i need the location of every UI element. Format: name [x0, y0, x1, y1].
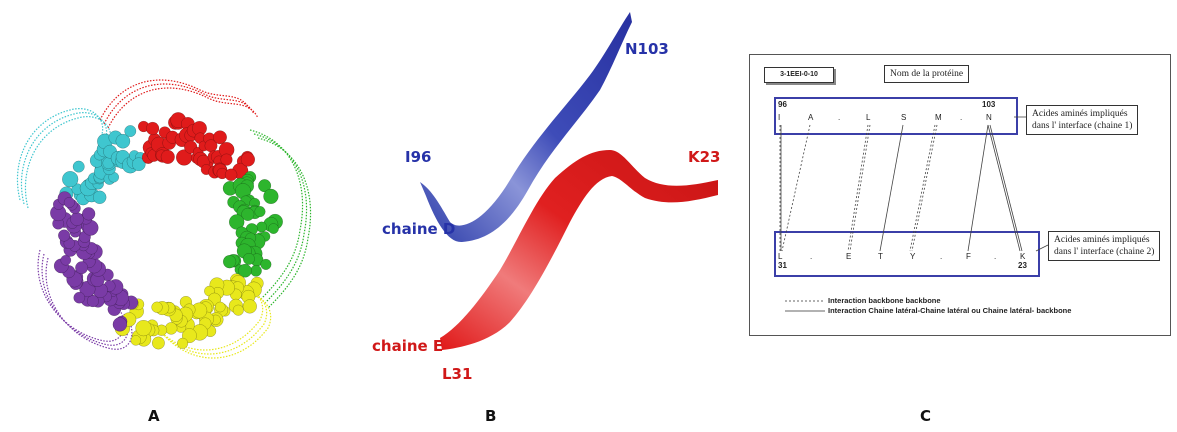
- protein-atom-sphere: [73, 291, 86, 304]
- chain2-residue: T: [878, 252, 883, 261]
- chain1-note: Acides aminés impliqués dans l' interfac…: [1026, 105, 1139, 135]
- chain1-residue: L: [866, 113, 871, 122]
- chain-d-ribbon: [420, 12, 632, 243]
- protein-atom-sphere: [72, 160, 85, 173]
- label-chain-e: chaine E: [372, 337, 444, 355]
- protein-atom-sphere: [115, 133, 131, 149]
- protein-ribbon: [253, 133, 308, 305]
- protein-atom-sphere: [224, 168, 238, 182]
- protein-atom-sphere: [242, 299, 257, 314]
- chain1-residue: A: [808, 113, 814, 122]
- protein-atom-sphere: [160, 149, 175, 164]
- protein-atom-sphere: [232, 304, 244, 316]
- protein-atom-sphere: [82, 207, 96, 221]
- protein-id-box: 3-1EEI-0-10: [764, 67, 834, 83]
- protein-atom-sphere: [220, 153, 233, 166]
- chain1-residue: .: [960, 113, 963, 122]
- protein-atom-sphere: [177, 337, 189, 349]
- protein-atom-sphere: [213, 130, 227, 145]
- protein-ribbon: [249, 129, 304, 301]
- chain1-start: 96: [778, 100, 787, 109]
- protein-atom-sphere: [241, 207, 255, 221]
- ribbon-diagram: [420, 12, 718, 350]
- label-l31: L31: [442, 365, 473, 383]
- panel-b: N103 I96 chaine D K23 chaine E L31 B: [350, 0, 730, 432]
- panel-c-letter: C: [920, 407, 932, 425]
- protein-ribbon: [24, 116, 112, 209]
- chain1-end: 103: [982, 100, 996, 109]
- protein-atom-sphere: [151, 301, 163, 313]
- protein-ribbon: [257, 137, 312, 309]
- protein-atom-sphere: [75, 261, 89, 275]
- chain2-start: 31: [778, 261, 787, 270]
- protein-atom-sphere: [63, 196, 75, 209]
- label-chain-d: chaine D: [382, 220, 456, 238]
- chain1-residue: .: [838, 113, 841, 122]
- chain2-residue-box: [774, 231, 1040, 277]
- protein-ribbon: [103, 83, 255, 125]
- legend-solid: Interaction Chaine latéral-Chaine latéra…: [828, 306, 1072, 315]
- protein-ribbon: [20, 112, 108, 205]
- protein-atom-sphere: [86, 295, 99, 308]
- protein-atom-sphere: [112, 317, 128, 332]
- chain2-residue: K: [1020, 252, 1026, 261]
- protein-atom-sphere: [60, 254, 72, 266]
- panel-a: A: [0, 0, 330, 432]
- label-n103: N103: [625, 40, 669, 58]
- protein-atom-sphere: [228, 214, 245, 230]
- protein-atom-sphere: [254, 206, 266, 218]
- protein-structure-image: [16, 79, 312, 359]
- protein-atom-sphere: [124, 125, 137, 138]
- chain1-residue: M: [935, 113, 942, 122]
- chain2-residue: L: [778, 252, 783, 261]
- protein-atom-sphere: [62, 171, 79, 188]
- protein-atom-sphere: [164, 322, 178, 335]
- panel-c: 3-1EEI-0-10 Nom de la protéine 96 103 I A…: [740, 0, 1177, 432]
- chain1-residue: S: [901, 113, 907, 122]
- protein-ribbon: [16, 108, 104, 201]
- protein-atom-sphere: [238, 263, 252, 278]
- protein-atom-sphere: [131, 157, 146, 172]
- protein-name-note: Nom de la protéine: [884, 65, 970, 83]
- protein-atom-sphere: [135, 319, 152, 337]
- legend-dashed: Interaction backbone backbone: [828, 296, 941, 305]
- protein-atom-sphere: [151, 336, 165, 350]
- protein-atom-sphere: [214, 301, 226, 313]
- chain1-residue: I: [778, 113, 781, 122]
- protein-atom-sphere: [222, 255, 237, 269]
- protein-atom-sphere: [263, 188, 279, 205]
- chain-e-ribbon: [440, 150, 718, 350]
- panel-a-letter: A: [148, 407, 160, 425]
- chain2-residue: .: [940, 252, 943, 261]
- label-i96: I96: [405, 148, 432, 166]
- protein-atom-sphere: [92, 190, 107, 205]
- chain2-residue: .: [994, 252, 997, 261]
- protein-ribbon: [157, 294, 272, 359]
- chain2-note: Acides aminés impliqués dans l' interfac…: [1048, 231, 1161, 261]
- chain2-residue: .: [810, 252, 813, 261]
- protein-atom-sphere: [145, 121, 160, 136]
- protein-ribbon: [99, 79, 251, 121]
- chain2-residue: F: [966, 252, 971, 261]
- protein-atom-sphere: [256, 221, 268, 233]
- protein-atom-sphere: [240, 152, 256, 167]
- protein-atom-sphere: [258, 179, 272, 193]
- chain2-end: 23: [1018, 261, 1027, 270]
- protein-atom-sphere: [58, 229, 71, 242]
- interaction-diagram: 3-1EEI-0-10 Nom de la protéine 96 103 I A…: [749, 54, 1171, 336]
- protein-ribbon: [45, 257, 133, 350]
- protein-atom-sphere: [70, 212, 84, 226]
- protein-atom-sphere: [242, 252, 255, 265]
- protein-atom-sphere: [260, 258, 272, 270]
- protein-atom-sphere: [250, 264, 262, 277]
- label-k23: K23: [688, 148, 721, 166]
- chain1-residue: N: [986, 113, 992, 122]
- panel-b-letter: B: [485, 407, 497, 425]
- chain2-residue: E: [846, 252, 852, 261]
- protein-atom-sphere: [130, 335, 142, 346]
- chain2-residue: Y: [910, 252, 916, 261]
- protein-ribbon: [107, 87, 259, 129]
- protein-atom-sphere: [268, 223, 279, 234]
